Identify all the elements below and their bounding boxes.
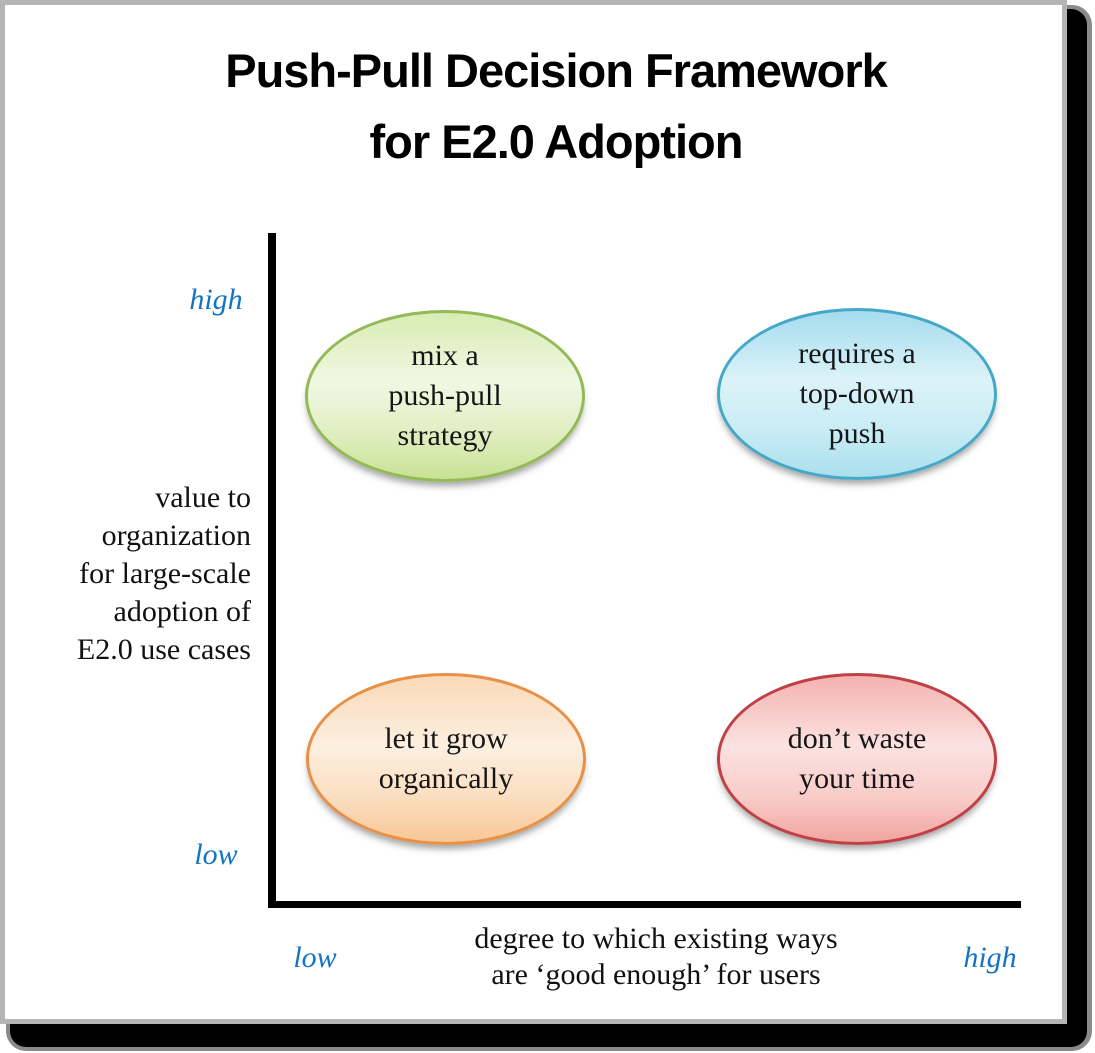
quadrant-ellipse-grow-organically: let it grow organically [306,673,586,845]
quadrant-text-line: requires a [798,337,916,370]
quadrant-text-line: push-pull [388,379,502,412]
quadrant-text-line: mix a [411,339,479,372]
quadrant-ellipse-mix-push-pull: mix a push-pull strategy [305,310,585,482]
y-axis-tick-low: low [194,838,238,871]
quadrant-text-line: your time [799,762,915,795]
y-axis-label-line: adoption of [113,595,251,628]
quadrant-text-line: push [828,417,886,450]
diagram-title: Push-Pull Decision Framework for E2.0 Ad… [45,35,1067,177]
quadrant-text-line: top-down [799,377,915,410]
slide-panel: Push-Pull Decision Framework for E2.0 Ad… [0,0,1067,1024]
x-axis-line [268,901,1021,908]
x-axis-tick-high: high [963,941,1017,974]
y-axis-label-line: value to [155,481,251,514]
quadrant-text-line: organically [378,762,514,795]
quadrant-text-line: let it grow [384,722,508,755]
x-axis-tick-low: low [293,941,337,974]
x-axis-label-line: are ‘good enough’ for users [491,958,821,991]
quadrant-text-line: don’t waste [787,722,927,755]
y-axis-tick-high: high [189,283,243,316]
y-axis-label-line: organization [101,519,251,552]
y-axis-label-line: for large-scale [79,557,251,590]
title-line-1: Push-Pull Decision Framework [225,44,888,97]
quadrant-text-line: strategy [397,419,493,452]
quadrant-ellipse-dont-waste-time: don’t waste your time [717,673,997,845]
y-axis-line [268,233,276,908]
x-axis-label-line: degree to which existing ways [474,922,838,955]
y-axis-label-line: E2.0 use cases [76,633,251,666]
title-line-2: for E2.0 Adoption [369,115,744,168]
x-axis-label: degree to which existing ways are ‘good … [396,921,916,993]
y-axis-label: value to organization for large-scale ad… [23,479,251,669]
quadrant-ellipse-top-down-push: requires a top-down push [717,308,997,480]
